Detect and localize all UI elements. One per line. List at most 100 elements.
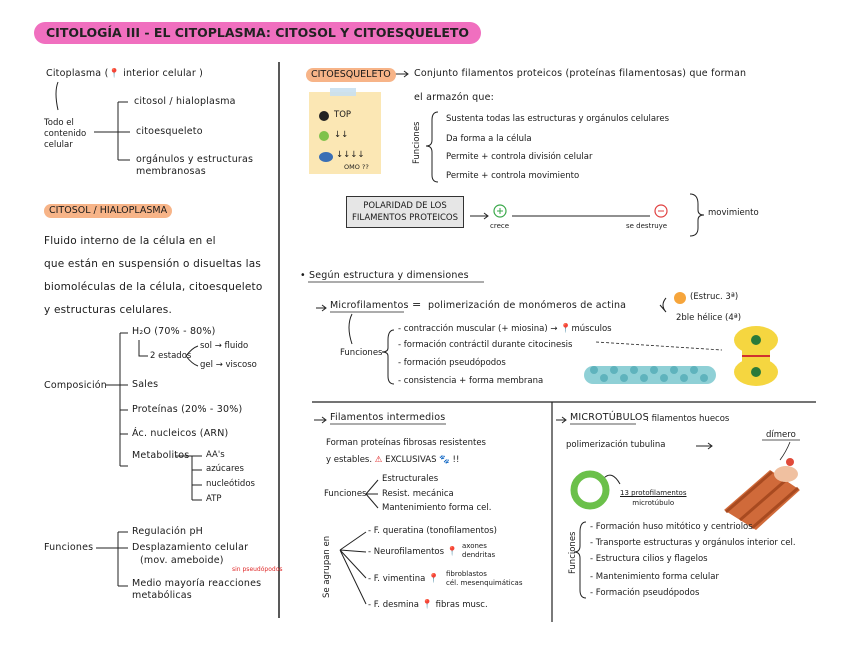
tipo-text: F. desmina bbox=[373, 600, 419, 610]
intermedios-func: Mantenimiento forma cel. bbox=[382, 503, 492, 513]
note-line: cél. mesenquimáticas bbox=[446, 579, 523, 587]
citosol-func: Regulación pH bbox=[132, 526, 204, 537]
dimero: dímero bbox=[766, 430, 796, 440]
warning-icon: ⚠ bbox=[374, 455, 383, 465]
tipo-text: F. vimentina bbox=[373, 574, 426, 584]
pin-icon: 📍 bbox=[446, 547, 458, 557]
func-text: Formación huso mitótico y centriolos bbox=[595, 522, 753, 532]
paren-open: ( bbox=[104, 68, 109, 79]
microtubulos-desc: : filamentos huecos bbox=[646, 414, 730, 424]
estruc-3: (Estruc. 3ª) bbox=[690, 292, 739, 302]
microtubule-tube-drawing bbox=[724, 458, 800, 530]
legend-omo: OMO ?? bbox=[344, 163, 369, 171]
estructura-heading-text: Según estructura y dimensiones bbox=[309, 270, 469, 281]
tipo-text: Neurofilamentos bbox=[373, 547, 445, 557]
intermedios-tipo: - F. vimentina 📍 bbox=[368, 574, 440, 584]
desmina-note: fibras musc. bbox=[435, 600, 488, 610]
citosol-func: Medio mayoría reacciones bbox=[132, 578, 262, 589]
citoesqueleto-func: Permite + controla división celular bbox=[446, 152, 593, 162]
citosol-func: metabólicas bbox=[132, 590, 192, 601]
citoesqueleto-func: Da forma a la célula bbox=[446, 134, 532, 144]
citosol-func-small: sin pseudópodos bbox=[232, 566, 283, 573]
neuro-note: axones dendritas bbox=[462, 542, 495, 560]
vim-note: fibroblastos cél. mesenquimáticas bbox=[446, 570, 522, 588]
microfilamentos-label: Microfilamentos bbox=[330, 300, 409, 311]
intermedios-desc-text: y estables. bbox=[326, 455, 373, 465]
desc-line: Fluido interno de la célula en el bbox=[44, 235, 216, 247]
micro-func: - formación pseudópodos bbox=[398, 358, 506, 368]
citoesqueleto-desc: Conjunto filamentos proteicos (proteínas… bbox=[414, 68, 747, 79]
note-line: dendritas bbox=[462, 551, 496, 559]
func-text: Transporte estructuras y orgánulos inter… bbox=[595, 538, 796, 548]
microtubulos-func: - Formación huso mitótico y centriolos bbox=[590, 522, 753, 532]
polaridad-line: FILAMENTOS PROTEICOS bbox=[352, 213, 458, 223]
agrupan-label: Se agrupan en bbox=[322, 535, 332, 598]
minus-label: se destruye bbox=[626, 222, 668, 230]
page-title: CITOLOGÍA III - EL CITOPLASMA: CITOSOL Y… bbox=[34, 22, 482, 44]
composicion-label: Composición bbox=[44, 380, 108, 391]
micro-func-text: contracción muscular (+ miosina) → bbox=[403, 324, 558, 334]
intermedios-tipo: - Neurofilamentos 📍 bbox=[368, 547, 458, 557]
func-text: Estructura cilios y flagelos bbox=[595, 554, 708, 564]
micro-funciones-label: Funciones bbox=[340, 348, 383, 358]
pin-icon: 📍 bbox=[560, 324, 572, 334]
micro-func: - formación contráctil durante citocines… bbox=[398, 340, 573, 350]
legend-down: ↓↓ bbox=[334, 130, 349, 140]
intermedios-func: Resist. mecánica bbox=[382, 489, 454, 499]
metab-item: AA's bbox=[206, 450, 225, 460]
proteinas: Proteínas (20% - 30%) bbox=[132, 404, 243, 415]
note-line: microtúbulo bbox=[632, 499, 675, 507]
pin-icon: 📍 bbox=[428, 574, 440, 584]
desc-line: y estructuras celulares. bbox=[44, 304, 172, 316]
estructura-heading: • Según estructura y dimensiones bbox=[300, 270, 469, 281]
citoesqueleto-desc: el armazón que: bbox=[414, 92, 495, 103]
citoesqueleto-func: Sustenta todas las estructuras y orgánul… bbox=[446, 114, 670, 124]
micro-func-text: formación pseudópodos bbox=[403, 358, 506, 368]
note-line: axones bbox=[462, 542, 487, 550]
citoplasma-label: Citoplasma bbox=[46, 68, 102, 79]
sol: sol → fluido bbox=[200, 341, 249, 351]
polim-tubulina: polimerización tubulina bbox=[566, 440, 666, 450]
note-line: celular bbox=[44, 140, 73, 150]
micro-func: - consistencia + forma membrana bbox=[398, 376, 544, 386]
plus-label: crece bbox=[490, 222, 510, 230]
intermedios-tipo: - F. desmina 📍 fibras musc. bbox=[368, 600, 488, 610]
exclusivas: EXCLUSIVAS bbox=[385, 455, 437, 465]
metabolitos: Metabolitos bbox=[132, 450, 190, 461]
estruc-4: 2ble hélice (4ª) bbox=[676, 313, 742, 323]
metab-item: nucleótidos bbox=[206, 479, 255, 489]
microtubulos-funciones-label: Funciones bbox=[568, 531, 578, 574]
gel: gel → viscoso bbox=[200, 360, 257, 370]
func-text: Formación pseudópodos bbox=[595, 588, 700, 598]
citoplasma-item: orgánulos y estructuras bbox=[136, 154, 254, 165]
intermedios-heading: Filamentos intermedios bbox=[330, 412, 446, 423]
pin-icon: 📍 bbox=[421, 600, 433, 610]
paw-icon: 🐾 bbox=[439, 455, 450, 465]
citoplasma-note: interior celular bbox=[123, 68, 196, 79]
intermedios-desc-2: y estables. ⚠ EXCLUSIVAS 🐾 !! bbox=[326, 455, 459, 465]
microtubulos-func: - Estructura cilios y flagelos bbox=[590, 554, 708, 564]
polaridad-box: POLARIDAD DE LOS FILAMENTOS PROTEICOS bbox=[346, 196, 464, 228]
intermedios-func: Estructurales bbox=[382, 474, 439, 484]
polaridad-line: POLARIDAD DE LOS bbox=[363, 201, 447, 211]
legend-down-more: ↓↓↓↓ bbox=[336, 150, 365, 160]
intermedios-desc: Forman proteínas fibrosas resistentes bbox=[326, 438, 486, 448]
note-line: contenido bbox=[44, 129, 87, 139]
note-line: 13 protofilamentos bbox=[620, 489, 687, 497]
micro-func-text: formación contráctil durante citocinesis bbox=[403, 340, 573, 350]
citoesqueleto-func: Permite + controla movimiento bbox=[446, 171, 580, 181]
intermedios-tipo: - F. queratina (tonofilamentos) bbox=[368, 526, 497, 536]
citosol-funciones-label: Funciones bbox=[44, 542, 94, 553]
desc-line: que están en suspensión o disueltas las bbox=[44, 258, 262, 270]
note-line: Todo el bbox=[44, 118, 74, 128]
legend-top: TOP bbox=[334, 110, 352, 120]
water: H₂O (70% - 80%) bbox=[132, 326, 216, 337]
dividing-cell-drawing bbox=[734, 326, 778, 386]
citosol-description: Fluido interno de la célula en el que es… bbox=[44, 230, 262, 322]
citosol-func: Desplazamiento celular bbox=[132, 542, 249, 553]
microtubulos-func: - Transporte estructuras y orgánulos int… bbox=[590, 538, 796, 548]
citoesqueleto-heading: CITOESQUELETO bbox=[306, 68, 396, 82]
citoplasma-line: Citoplasma (📍 interior celular ) bbox=[46, 68, 203, 79]
microtubulos-func: - Formación pseudópodos bbox=[590, 588, 700, 598]
